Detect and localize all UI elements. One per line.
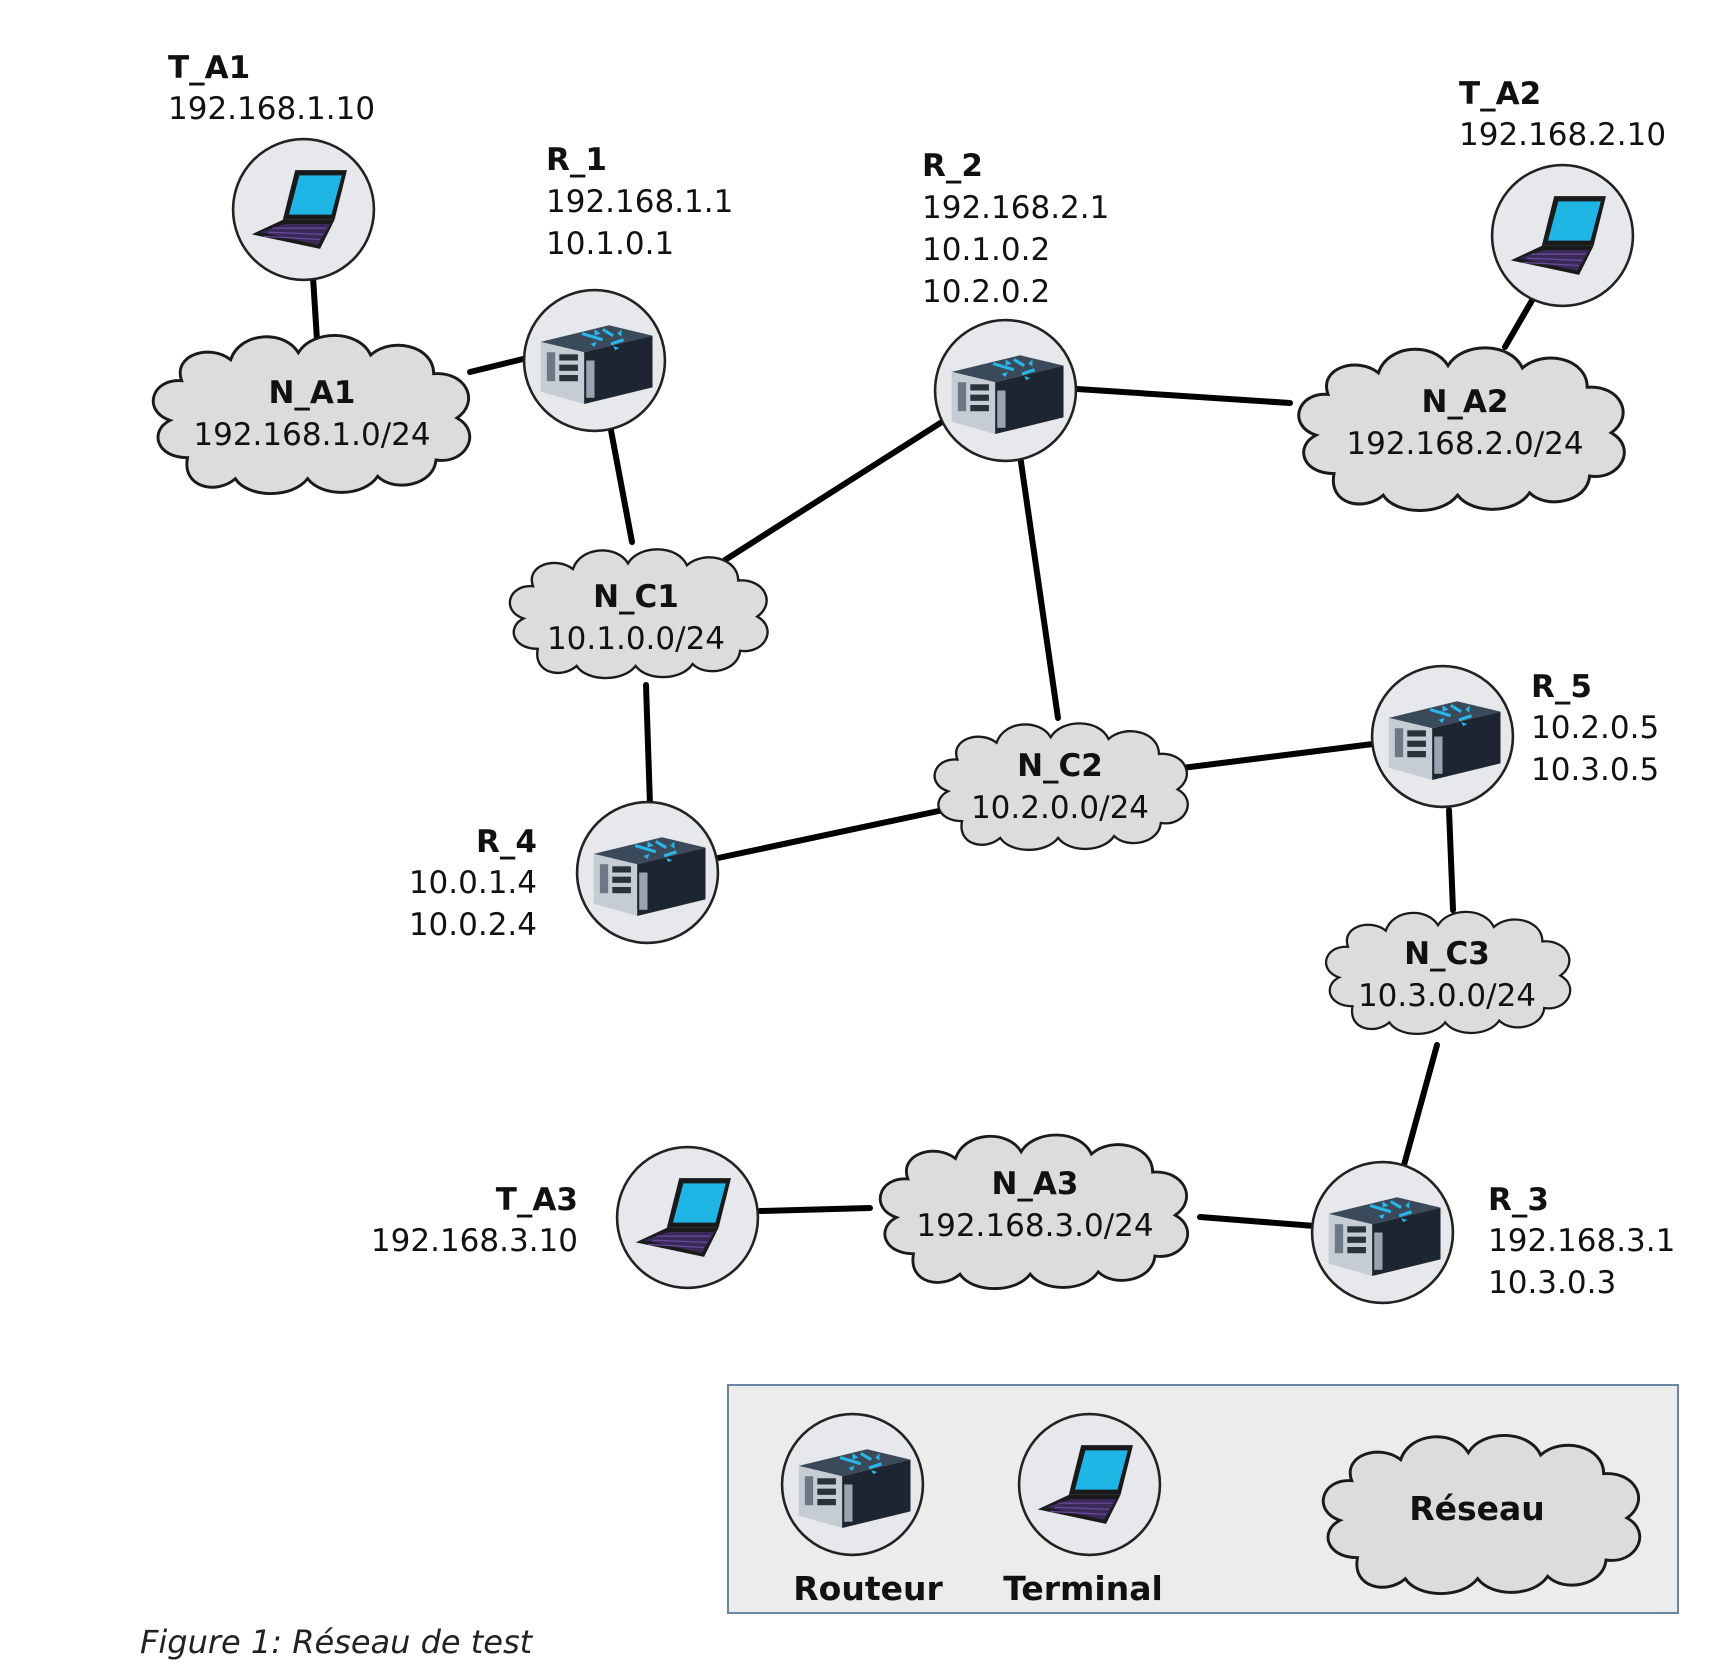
network-n-c1: N_C1 10.1.0.0/24 <box>508 547 769 680</box>
network-name: N_A1 <box>268 375 355 411</box>
cloud-icon <box>1324 910 1572 1036</box>
node-ip: 10.3.0.5 <box>1531 752 1659 788</box>
router-r4-icon <box>575 800 720 945</box>
link-nc2-r5 <box>1179 741 1376 771</box>
link-na3-ta3 <box>757 1205 873 1214</box>
links <box>310 274 1537 1229</box>
legend-terminal-label: Terminal <box>1003 1569 1163 1608</box>
network-prefix: 10.1.0.0/24 <box>547 621 725 657</box>
network-n-a3: N_A3 192.168.3.0/24 <box>878 1133 1190 1290</box>
node-ip: 10.3.0.3 <box>1488 1265 1616 1301</box>
router-r5-icon <box>1370 664 1515 809</box>
terminal-ta2-icon <box>1490 163 1635 308</box>
network-prefix: 192.168.1.0/24 <box>193 417 430 453</box>
network-name: N_A2 <box>1421 384 1508 420</box>
link-na1-r1 <box>467 355 530 375</box>
cloud-icon <box>933 721 1190 852</box>
networks: N_A1 192.168.1.0/24 N_A2 192.168.2.0/24 … <box>151 333 1626 1290</box>
node-ip: 192.168.3.10 <box>371 1223 578 1259</box>
node-name-r2: R_2 <box>922 148 983 184</box>
node-ip: 10.1.0.1 <box>546 226 674 262</box>
network-n-c2: N_C2 10.2.0.0/24 <box>933 721 1190 852</box>
node-ip: 10.1.0.2 <box>922 232 1050 268</box>
node-ip: 192.168.2.1 <box>922 190 1109 226</box>
link-nc3-r3 <box>1401 1042 1440 1168</box>
network-n-c3: N_C3 10.3.0.0/24 <box>1324 910 1572 1036</box>
link-ta1-na1 <box>310 274 320 343</box>
terminal-ta3-icon <box>615 1145 760 1290</box>
link-r4-nc2 <box>715 806 951 861</box>
router-r1-icon <box>522 288 667 433</box>
node-name-ta1: T_A1 <box>168 50 250 86</box>
node-ip: 192.168.1.1 <box>546 184 733 220</box>
network-prefix: 10.3.0.0/24 <box>1358 978 1536 1014</box>
node-name-r3: R_3 <box>1488 1182 1549 1218</box>
node-name-ta2: T_A2 <box>1459 76 1541 112</box>
link-na2-ta2 <box>1502 294 1537 350</box>
legend-router-icon <box>780 1412 925 1557</box>
node-ip: 10.0.2.4 <box>409 907 537 943</box>
legend-network-label: Réseau <box>1409 1489 1545 1528</box>
node-ip: 10.0.1.4 <box>409 865 537 901</box>
link-r5-nc3 <box>1446 807 1456 913</box>
node-ip: 10.2.0.2 <box>922 274 1050 310</box>
link-nc1-r4 <box>643 682 653 808</box>
node-ip: 192.168.3.1 <box>1488 1223 1675 1259</box>
figure-caption: Figure 1: Réseau de test <box>140 1623 534 1661</box>
node-name-r4: R_4 <box>476 824 537 860</box>
network-name: N_A3 <box>991 1166 1078 1202</box>
link-r2-nc2 <box>1017 452 1061 721</box>
network-name: N_C3 <box>1404 936 1490 972</box>
legend-terminal-icon <box>1017 1412 1162 1557</box>
link-r2-na2 <box>1074 386 1293 406</box>
node-labels: T_A1 192.168.1.10 R_1 192.168.1.1 10.1.0… <box>168 50 1675 1301</box>
node-name-r1: R_1 <box>546 142 607 178</box>
terminal-ta1-icon <box>231 137 376 282</box>
cloud-icon <box>151 333 472 495</box>
link-r3-na3 <box>1197 1214 1318 1229</box>
node-name-r5: R_5 <box>1531 669 1592 705</box>
network-name: N_C2 <box>1017 748 1103 784</box>
node-ip: 10.2.0.5 <box>1531 710 1659 746</box>
network-n-a1: N_A1 192.168.1.0/24 <box>151 333 472 495</box>
link-nc1-r2 <box>722 417 948 563</box>
legend-router-label: Routeur <box>793 1569 943 1608</box>
node-name-ta3: T_A3 <box>496 1182 578 1218</box>
link-r1-nc1 <box>607 422 635 545</box>
node-ip: 192.168.2.10 <box>1459 117 1666 153</box>
network-prefix: 10.2.0.0/24 <box>971 790 1149 826</box>
network-n-a2: N_A2 192.168.2.0/24 <box>1297 346 1626 512</box>
network-prefix: 192.168.2.0/24 <box>1346 426 1583 462</box>
legend: Routeur Terminal Réseau <box>727 1384 1679 1614</box>
router-r3-icon <box>1310 1160 1455 1305</box>
network-name: N_C1 <box>593 579 679 615</box>
router-r2-icon <box>933 318 1078 463</box>
node-ip: 192.168.1.10 <box>168 91 375 127</box>
network-prefix: 192.168.3.0/24 <box>916 1208 1153 1244</box>
